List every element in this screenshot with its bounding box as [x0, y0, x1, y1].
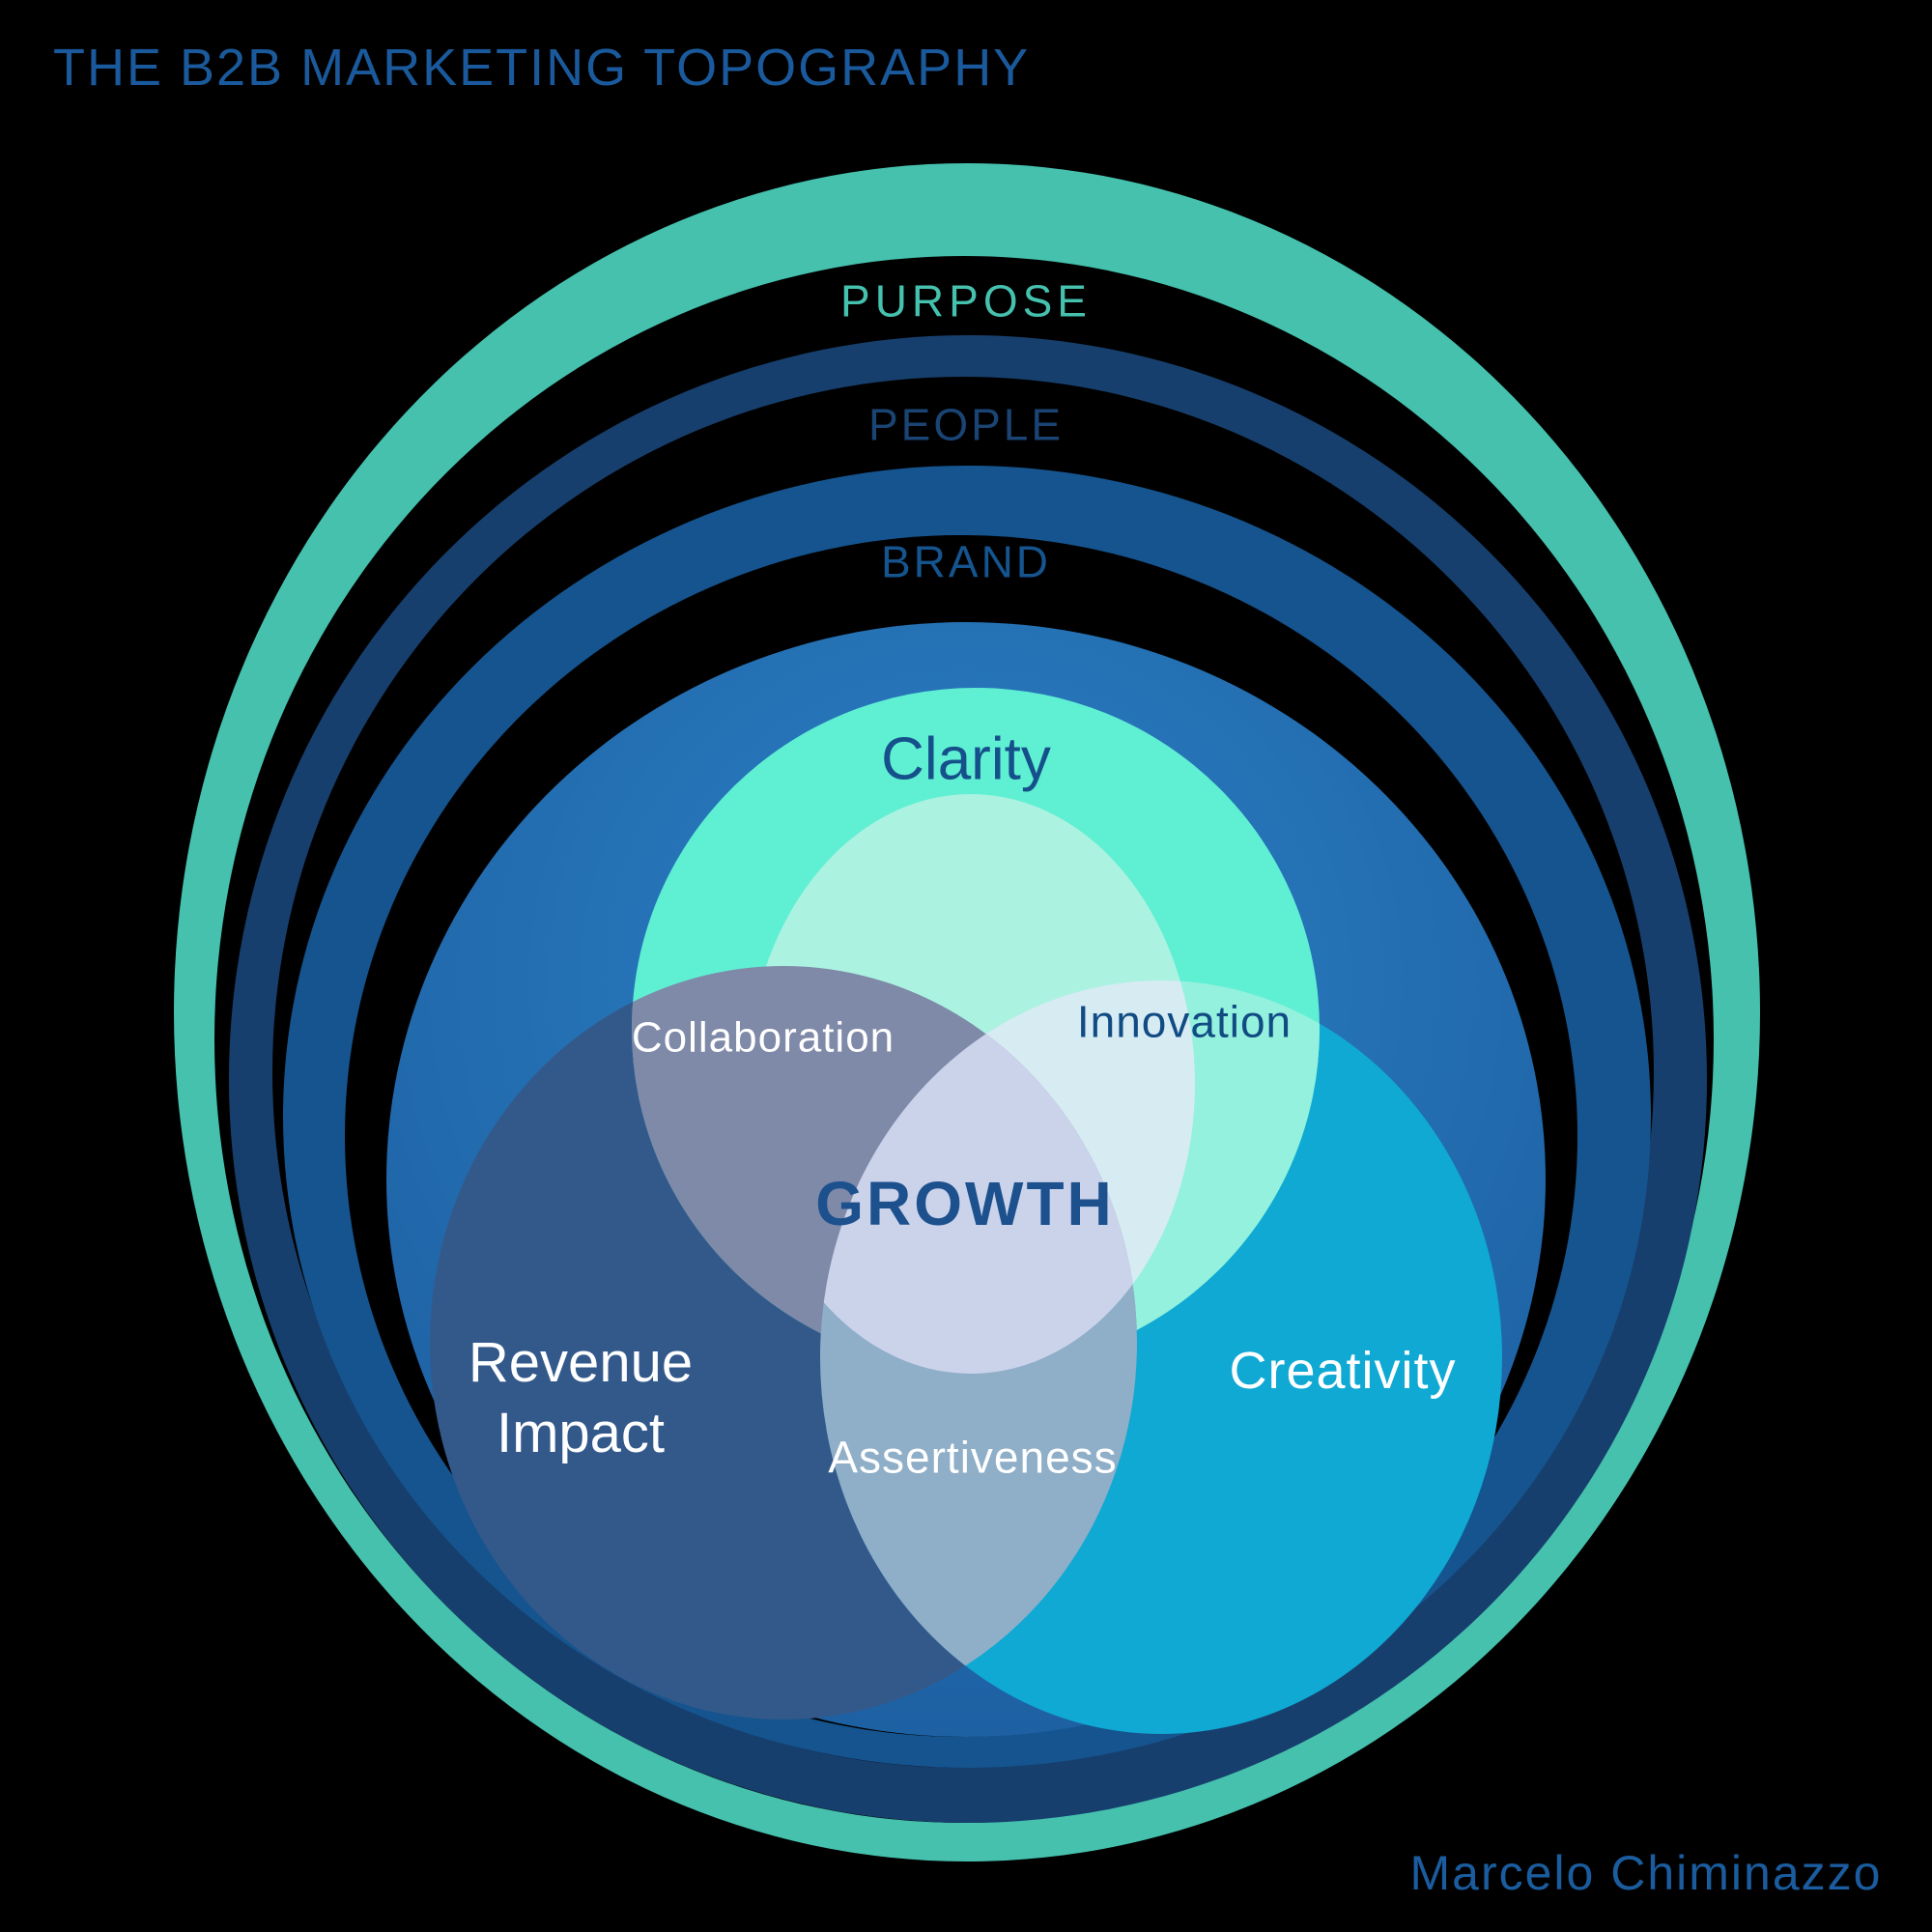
author-attribution: Marcelo Chiminazzo: [1409, 1846, 1883, 1900]
venn-label-creativity: Creativity: [1229, 1341, 1457, 1400]
ring-label-brand: BRAND: [880, 536, 1052, 587]
venn-label-clarity: Clarity: [881, 725, 1051, 793]
page-title: THE B2B MARKETING TOPOGRAPHY: [53, 39, 1031, 97]
venn-label-revenue-line1: Revenue: [468, 1331, 694, 1394]
ring-label-purpose: PURPOSE: [840, 275, 1092, 327]
venn-label-revenue-impact: Revenue Impact: [469, 1327, 693, 1468]
venn-label-revenue-line2: Impact: [496, 1402, 666, 1464]
overlap-label-innovation: Innovation: [1076, 996, 1293, 1047]
ring-label-people: PEOPLE: [867, 399, 1065, 450]
center-growth-region: [820, 980, 1137, 1374]
overlap-label-assertiveness: Assertiveness: [828, 1432, 1118, 1483]
center-label-growth: GROWTH: [815, 1169, 1115, 1239]
overlap-label-collaboration: Collaboration: [631, 1013, 895, 1062]
